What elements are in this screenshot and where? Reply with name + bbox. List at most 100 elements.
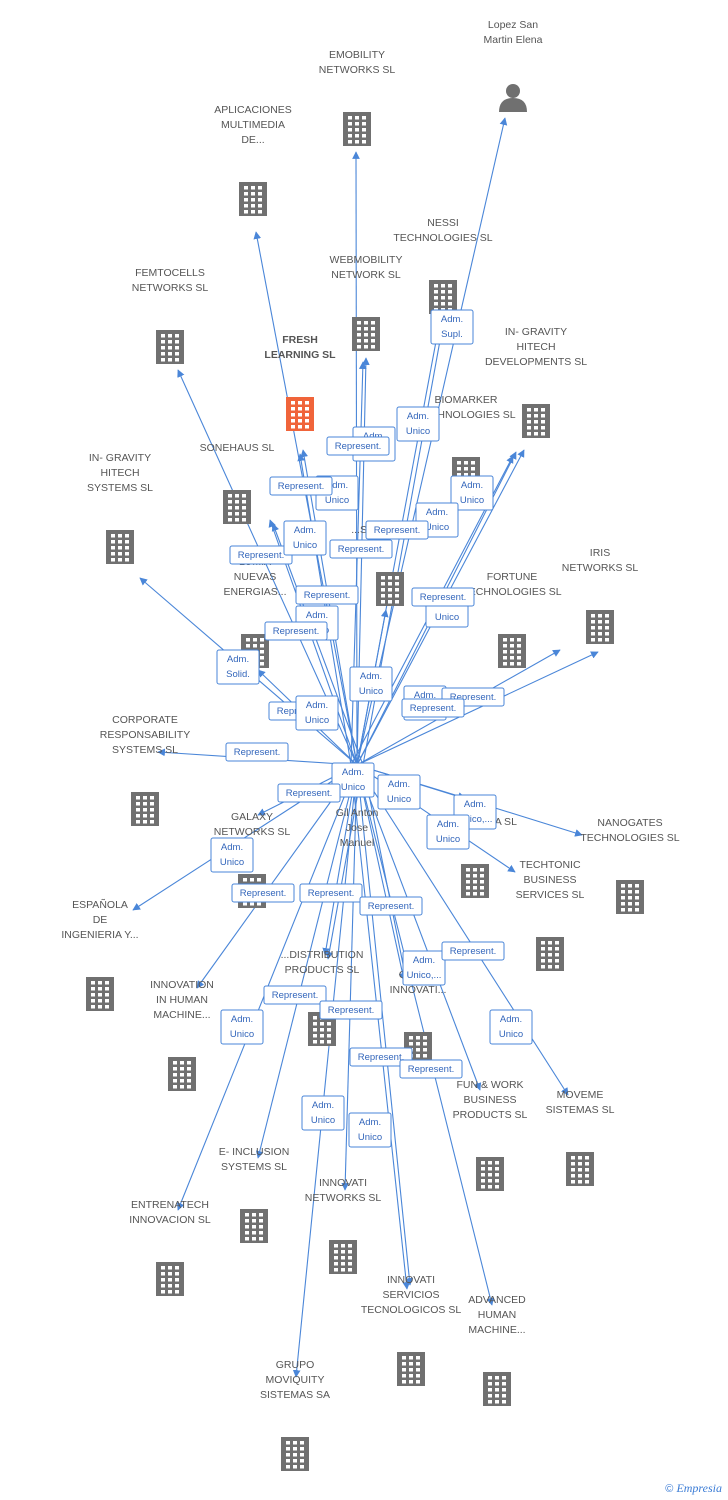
- relation-text: Supl.: [441, 329, 463, 340]
- node-advanced[interactable]: ADVANCEDHUMANMACHINE...: [468, 1294, 526, 1406]
- relation-label[interactable]: Adm.Unico: [283, 520, 327, 556]
- building-icon[interactable]: [156, 1262, 184, 1296]
- relation-label[interactable]: Represent.: [411, 587, 475, 607]
- relation-label[interactable]: Adm.Unico: [301, 1095, 345, 1131]
- relation-label[interactable]: Adm.Unico: [331, 762, 375, 798]
- node-label: FORTUNE: [487, 571, 538, 583]
- relation-label[interactable]: Adm.Unico: [396, 406, 440, 442]
- relation-label[interactable]: Represent.: [225, 742, 289, 762]
- building-icon[interactable]: [476, 1157, 504, 1191]
- building-icon[interactable]: [343, 112, 371, 146]
- building-icon[interactable]: [536, 937, 564, 971]
- relation-box: [210, 837, 254, 873]
- relation-label[interactable]: Represent.: [264, 621, 328, 641]
- relation-label[interactable]: Represent.: [359, 896, 423, 916]
- relation-label[interactable]: Adm.Unico: [220, 1009, 264, 1045]
- building-icon[interactable]: [286, 397, 314, 431]
- relation-text: Adm.: [294, 525, 316, 536]
- relation-label[interactable]: Adm.Unico: [450, 475, 494, 511]
- relation-label[interactable]: Adm.Unico: [210, 837, 254, 873]
- person-icon[interactable]: [499, 84, 527, 112]
- relation-label[interactable]: Represent.: [269, 476, 333, 496]
- building-icon[interactable]: [131, 792, 159, 826]
- building-icon[interactable]: [223, 490, 251, 524]
- building-icon[interactable]: [522, 404, 550, 438]
- relation-label[interactable]: Represent.: [299, 883, 363, 903]
- building-icon[interactable]: [397, 1352, 425, 1386]
- relation-text: Represent.: [308, 888, 354, 899]
- relation-label[interactable]: Adm.Supl.: [430, 309, 474, 345]
- relation-label[interactable]: Represent.: [399, 1059, 463, 1079]
- relation-label[interactable]: Represent.: [231, 883, 295, 903]
- building-icon[interactable]: [329, 1240, 357, 1274]
- relation-text: Solid.: [226, 669, 250, 680]
- building-icon[interactable]: [352, 317, 380, 351]
- building-icon[interactable]: [483, 1372, 511, 1406]
- building-icon[interactable]: [616, 880, 644, 914]
- building-icon[interactable]: [376, 572, 404, 606]
- building-icon[interactable]: [106, 530, 134, 564]
- relation-label[interactable]: Represent.: [277, 783, 341, 803]
- node-label: IN HUMAN: [156, 994, 208, 1006]
- relation-label[interactable]: Represent.: [229, 545, 293, 565]
- relation-box: [299, 883, 363, 903]
- building-icon[interactable]: [586, 610, 614, 644]
- relation-label[interactable]: Represent.: [441, 941, 505, 961]
- relation-label[interactable]: Adm.Unico,...: [402, 950, 446, 986]
- node-label: NUEVAS: [234, 571, 276, 583]
- building-icon[interactable]: [239, 182, 267, 216]
- building-icon[interactable]: [498, 634, 526, 668]
- relation-label[interactable]: Represent.: [329, 539, 393, 559]
- node-sonehaus[interactable]: SONEHAUS SL: [200, 442, 275, 524]
- relation-label[interactable]: Represent.: [319, 1000, 383, 1020]
- relation-label[interactable]: Represent.: [263, 985, 327, 1005]
- relation-label[interactable]: Adm.Unico: [377, 774, 421, 810]
- building-icon[interactable]: [240, 1209, 268, 1243]
- relation-label[interactable]: Represent.: [349, 1047, 413, 1067]
- building-icon[interactable]: [461, 864, 489, 898]
- building-icon[interactable]: [86, 977, 114, 1011]
- relation-label[interactable]: Adm.Unico: [489, 1009, 533, 1045]
- relation-label[interactable]: Adm.Solid.: [216, 649, 260, 685]
- building-icon[interactable]: [566, 1152, 594, 1186]
- brand-logo[interactable]: Empresia: [676, 1481, 722, 1495]
- relation-label[interactable]: Adm.Unico: [349, 666, 393, 702]
- node-label: FRESH: [282, 334, 318, 346]
- relation-label[interactable]: Adm.Unico: [348, 1112, 392, 1148]
- relation-label[interactable]: Represent.: [401, 698, 465, 718]
- building-icon[interactable]: [156, 330, 184, 364]
- relation-text: Unico: [406, 426, 430, 437]
- relation-label[interactable]: Represent.: [365, 520, 429, 540]
- building-icon[interactable]: [429, 280, 457, 314]
- relation-label[interactable]: Adm.Unico: [295, 695, 339, 731]
- building-icon[interactable]: [281, 1437, 309, 1471]
- building-icon[interactable]: [168, 1057, 196, 1091]
- node-aplicaciones[interactable]: APLICACIONESMULTIMEDIADE...: [214, 104, 292, 216]
- relation-label[interactable]: Represent.: [326, 436, 390, 456]
- relation-label[interactable]: Represent.: [295, 585, 359, 605]
- relation-label[interactable]: Adm.Unico: [426, 814, 470, 850]
